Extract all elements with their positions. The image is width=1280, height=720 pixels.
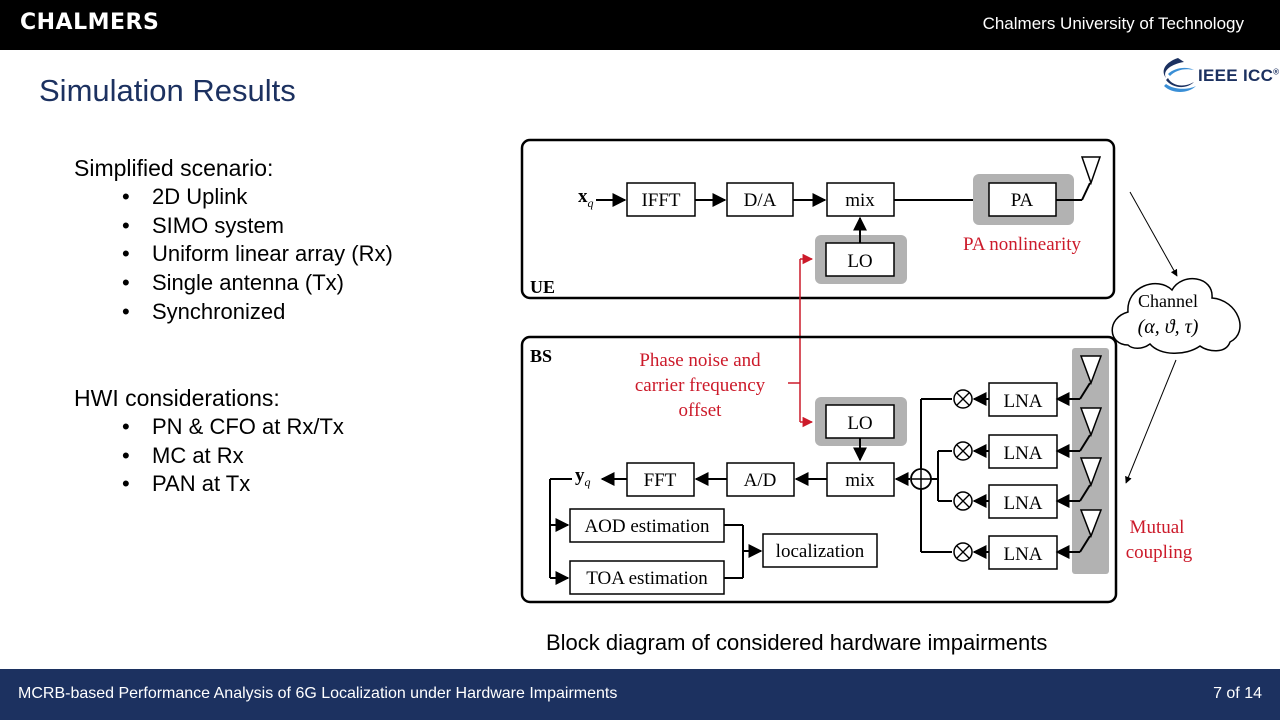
ue-label: UE bbox=[530, 277, 555, 297]
localization-block bbox=[762, 533, 878, 568]
lna-branch-2 bbox=[938, 441, 989, 461]
figure-caption: Block diagram of considered hardware imp… bbox=[546, 630, 1048, 655]
yq-symbol: yq bbox=[575, 465, 591, 489]
list-item: •MC at Rx bbox=[122, 442, 244, 468]
ifft-block bbox=[626, 182, 696, 217]
bottom-bar: MCRB-based Performance Analysis of 6G Lo… bbox=[0, 669, 1280, 720]
ad-block bbox=[726, 462, 795, 497]
channel-label: Channel bbox=[1138, 291, 1198, 311]
hwi-heading: HWI considerations: bbox=[74, 385, 280, 411]
phase-noise-label: offset bbox=[679, 400, 723, 421]
bs-antenna-icon bbox=[1079, 457, 1103, 488]
ue-lo-label: LO bbox=[847, 251, 872, 272]
scenario-heading: Simplified scenario: bbox=[74, 155, 274, 181]
phase-noise-label: carrier frequency bbox=[635, 375, 766, 396]
bs-lo-block bbox=[825, 404, 895, 439]
channel-cloud-icon bbox=[1111, 277, 1241, 354]
localization-label: localization bbox=[776, 541, 865, 562]
list-item: •PN & CFO at Rx/Tx bbox=[122, 414, 344, 439]
da-label: D/A bbox=[744, 190, 777, 211]
ue-mix-label: mix bbox=[845, 190, 875, 211]
lna-label: LNA bbox=[1003, 391, 1042, 412]
chalmers-logo: CHALMERS bbox=[20, 10, 160, 35]
pa-label: PA bbox=[1011, 190, 1034, 211]
page-number: 7 of 14 bbox=[1213, 685, 1262, 702]
mutual-coupling-label: coupling bbox=[1126, 542, 1193, 563]
list-item: •Uniform linear array (Rx) bbox=[122, 241, 393, 267]
bs-label: BS bbox=[530, 346, 552, 366]
ifft-label: IFFT bbox=[641, 190, 680, 211]
fft-block bbox=[626, 462, 695, 497]
university-name: Chalmers University of Technology bbox=[982, 14, 1244, 33]
ieee-icc-logo-icon bbox=[1163, 58, 1196, 92]
ue-mix-block bbox=[826, 182, 895, 217]
list-item: •SIMO system bbox=[122, 212, 285, 238]
lna-label: LNA bbox=[1003, 443, 1042, 464]
list-item: •Single antenna (Tx) bbox=[122, 270, 344, 296]
lna-branch-3 bbox=[938, 491, 989, 511]
channel-parameters: (α, ϑ, τ) bbox=[1138, 316, 1199, 338]
ue-antenna-icon bbox=[1080, 156, 1102, 186]
list-item: •2D Uplink bbox=[122, 184, 248, 209]
lna-branch-1 bbox=[921, 389, 989, 409]
lna-block-2 bbox=[988, 434, 1058, 469]
ad-label: A/D bbox=[744, 470, 777, 491]
bs-antenna-array bbox=[1055, 355, 1103, 559]
pa-block bbox=[988, 182, 1057, 217]
list-item: •PAN at Tx bbox=[122, 471, 251, 497]
presentation-title: MCRB-based Performance Analysis of 6G Lo… bbox=[18, 685, 618, 702]
toa-label: TOA estimation bbox=[586, 568, 708, 589]
phase-noise-label: Phase noise and bbox=[639, 350, 761, 371]
bs-antenna-icon bbox=[1079, 407, 1103, 438]
lna-label: LNA bbox=[1003, 493, 1042, 514]
bs-lo-label: LO bbox=[847, 413, 872, 434]
fft-label: FFT bbox=[644, 470, 677, 491]
top-bar: CHALMERS Chalmers University of Technolo… bbox=[0, 0, 1280, 50]
da-block bbox=[726, 182, 794, 217]
bs-box bbox=[520, 335, 1118, 604]
lna-block-4 bbox=[988, 535, 1058, 570]
bs-antenna-icon bbox=[1079, 355, 1103, 386]
ue-box bbox=[520, 138, 1116, 300]
ieee-icc-logo-text: IEEE ICC® bbox=[1198, 66, 1280, 85]
mutual-coupling-label: Mutual bbox=[1130, 517, 1185, 538]
slide-title: Simulation Results bbox=[39, 73, 296, 108]
xq-symbol: xq bbox=[578, 186, 594, 210]
bs-mix-block bbox=[826, 462, 895, 497]
pa-nonlinearity-label: PA nonlinearity bbox=[963, 234, 1082, 255]
aod-label: AOD estimation bbox=[584, 516, 710, 537]
hardware-impairments-block-diagram: UE xq IFFT D/A mix PA PA nonlinearity LO bbox=[520, 138, 1241, 604]
lna-branch-4 bbox=[921, 542, 989, 562]
bs-mix-label: mix bbox=[845, 470, 875, 491]
bs-antenna-icon bbox=[1079, 509, 1103, 539]
list-item: •Synchronized bbox=[122, 298, 286, 324]
lna-block-3 bbox=[988, 484, 1058, 519]
scenario-list: •2D Uplink •SIMO system •Uniform linear … bbox=[120, 183, 393, 326]
ue-lo-block bbox=[825, 242, 895, 277]
hwi-list: •PN & CFO at Rx/Tx •MC at Rx •PAN at Tx bbox=[120, 413, 344, 499]
lna-label: LNA bbox=[1003, 544, 1042, 565]
